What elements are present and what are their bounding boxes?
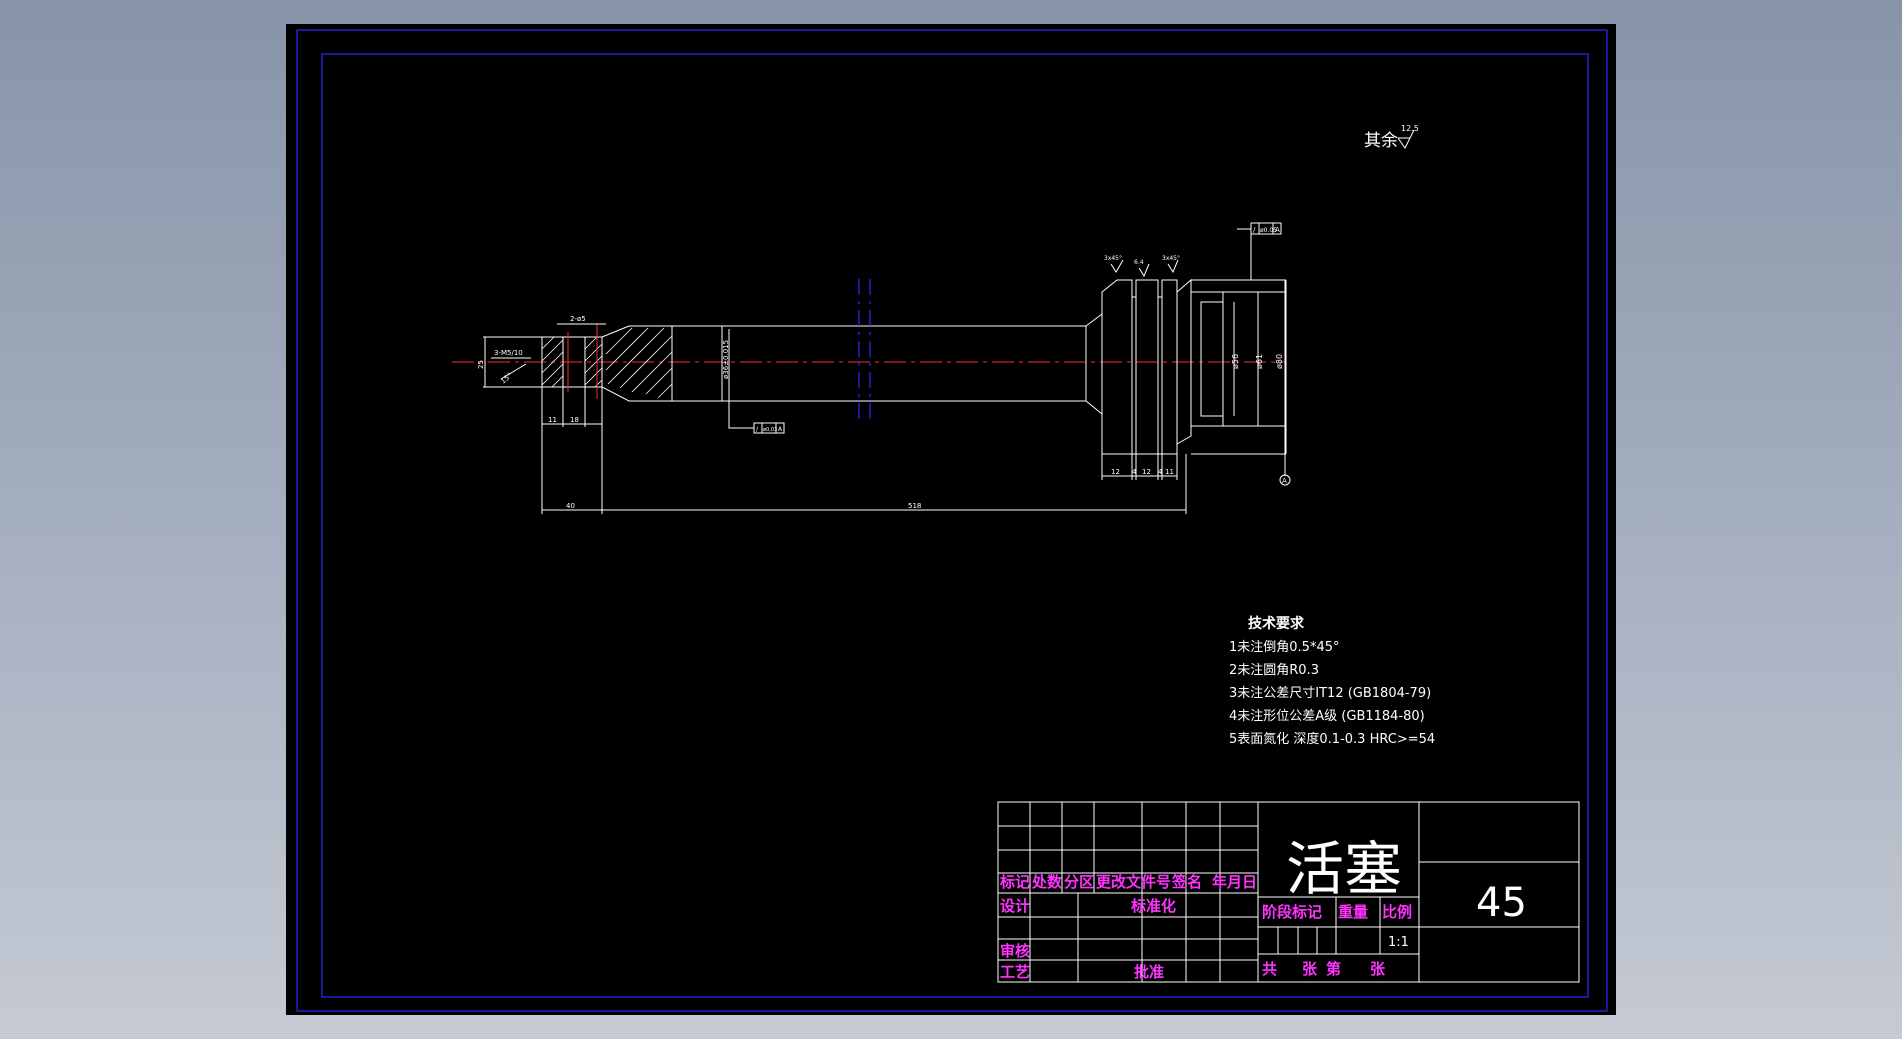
svg-text:共: 共 <box>1262 960 1277 978</box>
tol-frame-bottom <box>753 422 785 434</box>
outer-frame <box>296 29 1608 1012</box>
hatch-hole-1 <box>541 336 603 388</box>
svg-text:ø0.05: ø0.05 <box>1260 227 1277 234</box>
land-3 <box>1161 279 1178 455</box>
land-2 <box>1135 279 1159 455</box>
roughness-note: 其余 12.5 <box>1364 124 1419 151</box>
svg-text:/: / <box>1253 226 1256 234</box>
svg-text:/: / <box>756 426 759 433</box>
svg-text:标准化: 标准化 <box>1130 897 1176 915</box>
tech-requirements: 技术要求 1未注倒角0.5*45° 2未注圆角R0.3 3未注公差尺寸IT12 … <box>1229 615 1435 747</box>
svg-text:张: 张 <box>1370 960 1386 978</box>
svg-text:第: 第 <box>1326 960 1341 978</box>
svg-text:4未注形位公差A级 (GB1184-80): 4未注形位公差A级 (GB1184-80) <box>1229 709 1425 724</box>
svg-text:15°: 15° <box>499 371 514 385</box>
svg-text:4: 4 <box>1158 468 1163 476</box>
drawing-canvas: 其余 12.5 <box>296 29 1608 1012</box>
svg-text:A: A <box>778 426 783 433</box>
material: 45 <box>1476 880 1527 926</box>
svg-text:工艺: 工艺 <box>1000 963 1030 981</box>
svg-text:2-ø5: 2-ø5 <box>570 315 586 323</box>
svg-text:技术要求: 技术要求 <box>1248 615 1305 632</box>
svg-text:年月日: 年月日 <box>1212 873 1257 891</box>
svg-text:12.5: 12.5 <box>1401 124 1419 133</box>
svg-text:1:1: 1:1 <box>1388 935 1409 950</box>
svg-text:批准: 批准 <box>1134 963 1164 981</box>
svg-text:A: A <box>1282 477 1287 485</box>
inner-frame <box>321 53 1589 998</box>
svg-text:A: A <box>1275 226 1280 234</box>
svg-text:处数: 处数 <box>1031 873 1063 891</box>
svg-text:40: 40 <box>566 502 575 510</box>
datum-marker <box>1279 474 1291 486</box>
tol-frame-top <box>1250 222 1282 235</box>
title-block: 活塞 45 1:1 标记 处数 分区 更改文件号 签名 年月日 设计 标准化 审… <box>997 801 1580 983</box>
svg-text:分区: 分区 <box>1064 873 1094 891</box>
svg-text:18: 18 <box>570 416 579 424</box>
svg-text:12: 12 <box>1142 468 1151 476</box>
svg-text:518: 518 <box>908 502 921 510</box>
svg-text:ø0.03: ø0.03 <box>763 427 777 433</box>
svg-text:25: 25 <box>477 360 485 369</box>
svg-text:比例: 比例 <box>1382 903 1412 921</box>
land-1 <box>1101 279 1133 455</box>
svg-text:4: 4 <box>1132 468 1137 476</box>
svg-text:其余: 其余 <box>1364 131 1398 151</box>
svg-text:ø36±0.015: ø36±0.015 <box>722 340 730 379</box>
svg-text:张: 张 <box>1302 960 1318 978</box>
svg-text:设计: 设计 <box>1000 897 1030 915</box>
part-name: 活塞 <box>1286 835 1402 903</box>
svg-text:ø80: ø80 <box>1275 354 1284 369</box>
svg-text:3x45°: 3x45° <box>1104 255 1122 262</box>
svg-text:3-M5/10: 3-M5/10 <box>494 349 523 357</box>
svg-text:11: 11 <box>1165 468 1174 476</box>
svg-text:标记: 标记 <box>999 873 1030 891</box>
piston-part-view: ø56 ø61 ø80 A / ø0.05 A 3x45° 6.4 3x45° <box>452 222 1291 514</box>
svg-text:2未注圆角R0.3: 2未注圆角R0.3 <box>1229 663 1319 678</box>
svg-text:6.4: 6.4 <box>1134 259 1144 266</box>
svg-text:1未注倒角0.5*45°: 1未注倒角0.5*45° <box>1229 640 1340 655</box>
svg-text:3x45°: 3x45° <box>1162 255 1180 262</box>
svg-text:重量: 重量 <box>1338 903 1368 921</box>
svg-text:阶段标记: 阶段标记 <box>1262 903 1322 921</box>
svg-text:审核: 审核 <box>1000 942 1030 960</box>
svg-text:11: 11 <box>548 416 557 424</box>
svg-text:12: 12 <box>1111 468 1120 476</box>
svg-text:5表面氮化 深度0.1-0.3 HRC>=54: 5表面氮化 深度0.1-0.3 HRC>=54 <box>1229 731 1435 747</box>
svg-text:ø56: ø56 <box>1231 354 1240 369</box>
svg-text:ø61: ø61 <box>1255 354 1264 369</box>
svg-text:更改文件号: 更改文件号 <box>1096 873 1171 891</box>
svg-text:签名: 签名 <box>1171 873 1202 891</box>
drawing-sheet: 其余 12.5 <box>286 24 1616 1015</box>
svg-text:3未注公差尺寸IT12 (GB1804-79): 3未注公差尺寸IT12 (GB1804-79) <box>1229 686 1431 701</box>
